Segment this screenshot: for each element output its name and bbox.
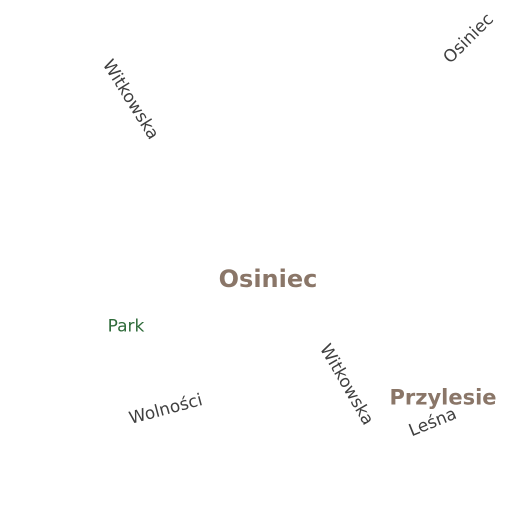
street-label-wolnosci: Wolności bbox=[127, 390, 205, 429]
street-label-osiniec-northeast: Osiniec bbox=[439, 9, 498, 68]
place-label-osiniec[interactable]: Osiniec bbox=[218, 265, 318, 293]
street-label-witkowska-north: Witkowska bbox=[98, 56, 163, 144]
place-label-przylesie[interactable]: Przylesie bbox=[389, 385, 497, 410]
street-label-witkowska-south: Witkowska bbox=[315, 340, 378, 429]
street-label-lesna: Leśna bbox=[406, 403, 460, 442]
park-label: Park bbox=[107, 316, 145, 337]
